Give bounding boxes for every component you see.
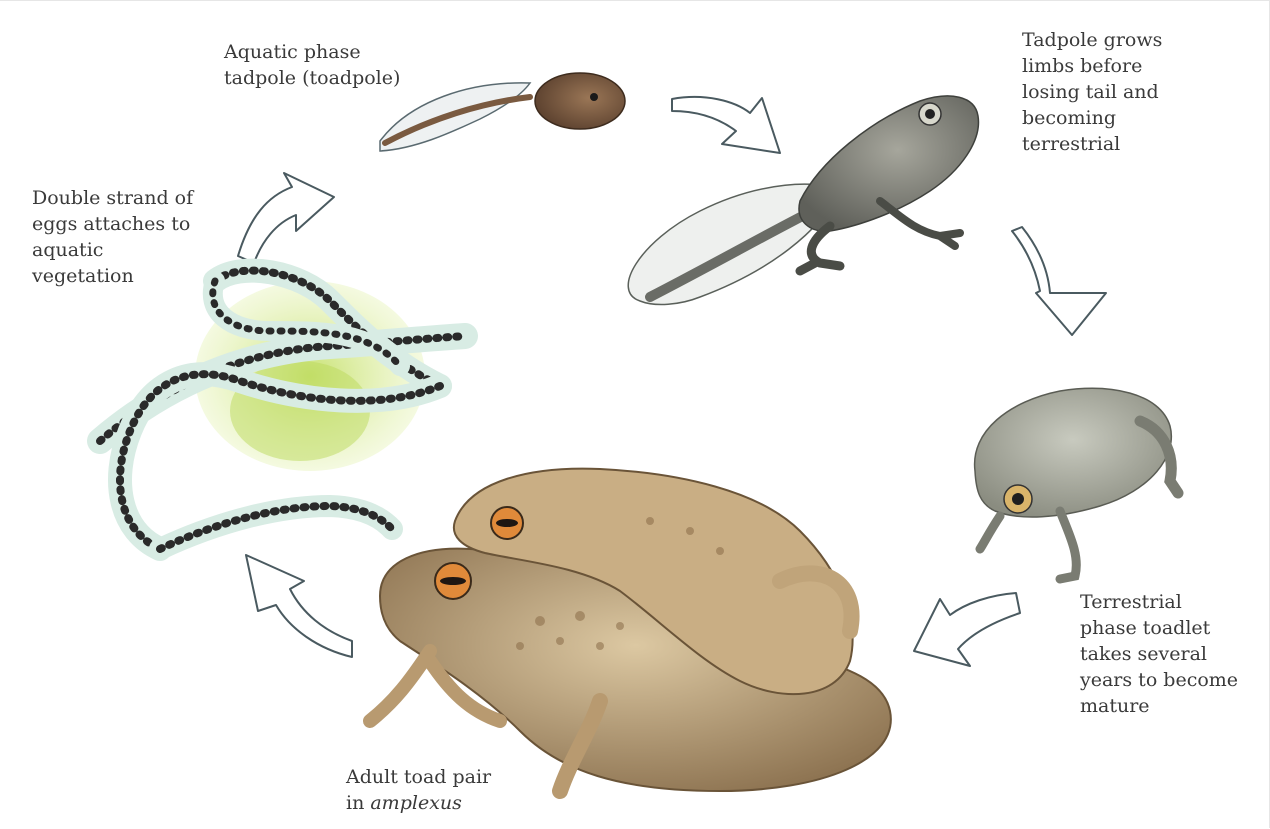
label-eggs-line-3: aquatic bbox=[32, 237, 193, 263]
label-adult-line-2-prefix: in bbox=[346, 792, 370, 814]
label-adult-amplexus: amplexus bbox=[370, 792, 462, 814]
label-eggs-line-2: eggs attaches to bbox=[32, 211, 193, 237]
label-toadlet-line-5: mature bbox=[1080, 693, 1238, 719]
label-eggs: Double strand of eggs attaches to aquati… bbox=[32, 185, 193, 289]
egg-strands-illustration bbox=[100, 271, 465, 549]
label-limbs-line-5: terrestrial bbox=[1022, 131, 1162, 157]
froglet-front-leg bbox=[880, 201, 960, 246]
label-tadpole: Aquatic phase tadpole (toadpole) bbox=[224, 39, 400, 91]
label-limbs-line-2: limbs before bbox=[1022, 53, 1162, 79]
tadpole-illustration bbox=[380, 73, 625, 151]
froglet-illustration bbox=[628, 96, 978, 304]
label-limbs-line-4: becoming bbox=[1022, 105, 1162, 131]
label-adult-line-2: in amplexus bbox=[346, 790, 491, 816]
arrow-froglet-to-toadlet bbox=[1012, 227, 1106, 335]
tadpole-tail bbox=[380, 83, 530, 151]
toadlet-front-leg bbox=[980, 511, 1076, 579]
tadpole-eye bbox=[590, 93, 598, 101]
label-toadlet-line-3: takes several bbox=[1080, 641, 1238, 667]
label-limbs-line-3: losing tail and bbox=[1022, 79, 1162, 105]
label-toadlet-line-1: Terrestrial bbox=[1080, 589, 1238, 615]
arrow-adult-to-eggs bbox=[246, 555, 352, 657]
arrow-eggs-to-tadpole bbox=[238, 173, 334, 263]
label-adult-line-1: Adult toad pair bbox=[346, 764, 491, 790]
label-toadlet-line-4: years to become bbox=[1080, 667, 1238, 693]
arrow-toadlet-to-adult bbox=[914, 593, 1020, 666]
label-limbs: Tadpole grows limbs before losing tail a… bbox=[1022, 27, 1162, 157]
label-tadpole-line-2: tadpole (toadpole) bbox=[224, 65, 400, 91]
label-limbs-line-1: Tadpole grows bbox=[1022, 27, 1162, 53]
tadpole-body bbox=[535, 73, 625, 129]
label-eggs-line-1: Double strand of bbox=[32, 185, 193, 211]
label-adult: Adult toad pair in amplexus bbox=[346, 764, 491, 816]
adult-toad-pair-illustration bbox=[370, 469, 891, 791]
label-toadlet-line-2: phase toadlet bbox=[1080, 615, 1238, 641]
toadlet-illustration bbox=[975, 388, 1178, 579]
label-eggs-line-4: vegetation bbox=[32, 263, 193, 289]
label-toadlet: Terrestrial phase toadlet takes several … bbox=[1080, 589, 1238, 719]
label-tadpole-line-1: Aquatic phase bbox=[224, 39, 400, 65]
arrow-tadpole-to-froglet bbox=[672, 97, 780, 153]
